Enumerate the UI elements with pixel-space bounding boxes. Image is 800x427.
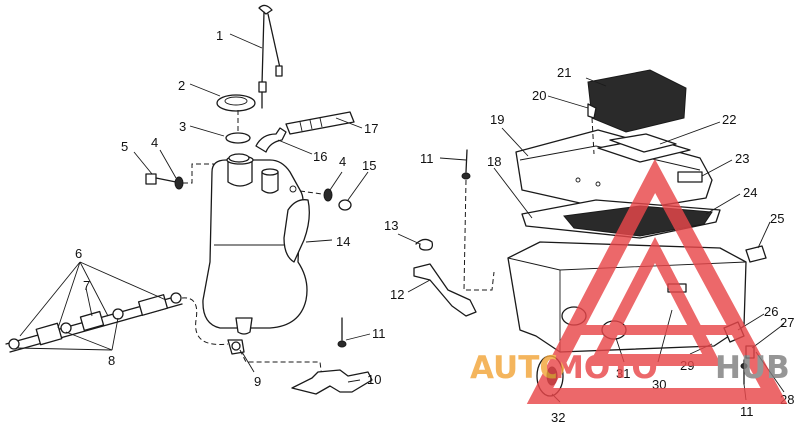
retaining-clip — [415, 238, 434, 251]
callout-11-right: 11 — [740, 404, 754, 419]
callout-27: 27 — [780, 315, 794, 330]
watermark: AUTO MOTO HUB — [470, 158, 790, 404]
callout-6: 6 — [75, 246, 82, 261]
callout-25: 25 — [770, 211, 784, 226]
mid-dashline — [463, 179, 495, 291]
callout-26: 26 — [764, 304, 778, 319]
foam-filter — [587, 69, 687, 133]
lower-stud — [337, 317, 347, 348]
lid-fastener — [587, 103, 597, 119]
callout-3: 3 — [179, 119, 186, 134]
cap-gasket — [225, 132, 251, 144]
callout-22: 22 — [722, 112, 736, 127]
callout-24: 24 — [743, 185, 757, 200]
callout-5: 5 — [121, 139, 128, 154]
callout-20: 20 — [532, 88, 546, 103]
callout-8: 8 — [108, 353, 115, 368]
fuel-line-clamps — [5, 292, 183, 353]
callout-17: 17 — [364, 121, 378, 136]
callout-11-low: 11 — [372, 326, 386, 341]
fuel-line-dashline — [181, 297, 229, 345]
vent-line — [258, 4, 283, 109]
box-clip — [745, 245, 767, 263]
callout-11-mid: 11 — [420, 151, 434, 166]
callout-32: 32 — [551, 410, 565, 425]
mount-bolt-left — [145, 173, 184, 190]
leader-lines — [15, 33, 785, 403]
filter-plate — [609, 133, 677, 153]
cap-seal — [228, 153, 250, 163]
petcock — [227, 339, 245, 355]
fuel-cap — [216, 94, 256, 112]
mount-grommet-right — [323, 188, 352, 211]
callout-31: 31 — [616, 366, 630, 381]
callout-13: 13 — [384, 218, 398, 233]
support-bracket — [413, 263, 477, 317]
callout-23: 23 — [735, 151, 749, 166]
callout-4: 4 — [151, 135, 158, 150]
watermark-auto: AUTO — [470, 350, 566, 386]
mount-dashline-right — [299, 190, 323, 195]
callout-21: 21 — [557, 65, 571, 80]
callout-14: 14 — [336, 234, 350, 249]
callout-16: 16 — [313, 149, 327, 164]
callout-9: 9 — [254, 374, 261, 389]
fuel-hose — [255, 111, 355, 153]
mount-dashline-left — [183, 163, 214, 184]
callout-19: 19 — [490, 112, 504, 127]
watermark-hub: HUB — [715, 350, 790, 386]
fastener-dashline — [591, 117, 595, 155]
callout-2: 2 — [178, 78, 185, 93]
petcock-dashline — [239, 349, 323, 379]
lower-bracket — [291, 369, 373, 395]
callout-18: 18 — [487, 154, 501, 169]
callout-4b: 4 — [339, 154, 346, 169]
airbox-lid — [515, 129, 713, 213]
fuel-tank — [202, 155, 310, 335]
callout-15: 15 — [362, 158, 376, 173]
mid-stud — [461, 149, 471, 180]
callout-12: 12 — [390, 287, 404, 302]
callout-10: 10 — [367, 372, 381, 387]
watermark-triangle-logo — [526, 158, 788, 404]
callout-7: 7 — [83, 278, 90, 293]
watermark-moto: MOTO — [553, 350, 658, 386]
callout-1: 1 — [216, 28, 223, 43]
